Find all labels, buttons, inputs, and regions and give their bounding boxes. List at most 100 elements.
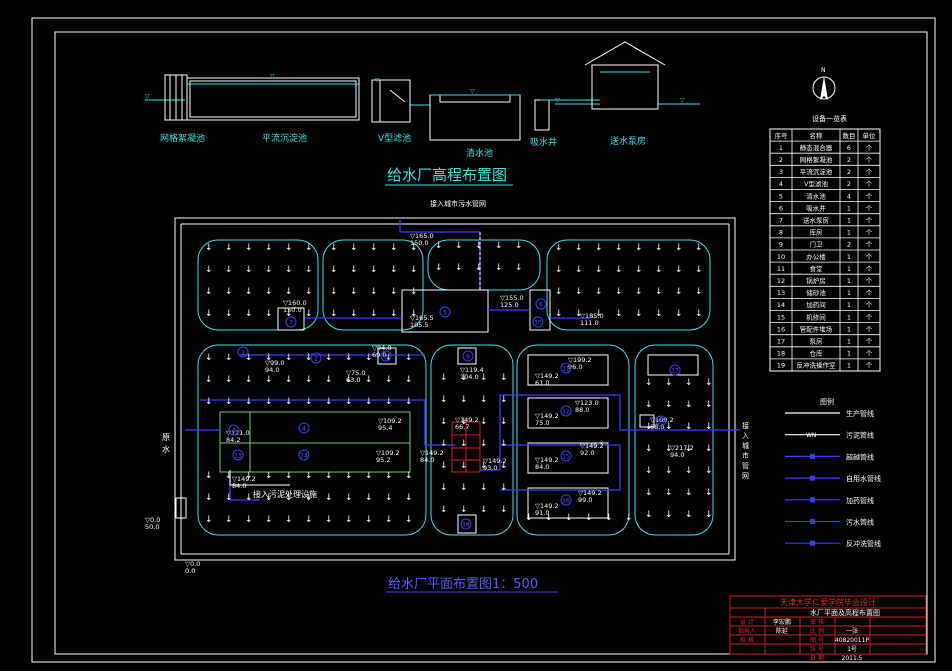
tree-mark-icon: ↓ bbox=[305, 515, 313, 525]
tree-mark-icon: ↓ bbox=[685, 466, 693, 476]
tree-mark-icon: ↓ bbox=[665, 466, 673, 476]
tree-mark-icon: ↓ bbox=[385, 397, 393, 407]
tree-mark-icon: ↓ bbox=[480, 373, 488, 383]
table-cell: 1 bbox=[847, 217, 851, 225]
tree-mark-icon: ↓ bbox=[685, 444, 693, 454]
tree-mark-icon: ↓ bbox=[575, 287, 583, 297]
table-cell: 2 bbox=[847, 156, 851, 164]
elevation-bottom: 0.0 bbox=[185, 567, 195, 575]
tree-mark-icon: ↓ bbox=[385, 515, 393, 525]
tree-mark-icon: ↓ bbox=[645, 378, 653, 388]
north-compass-icon: N bbox=[812, 67, 836, 100]
table-cell: 18 bbox=[777, 350, 785, 358]
table-cell: 办公楼 bbox=[806, 252, 826, 261]
elevation-bottom: 84.0 bbox=[420, 456, 434, 464]
table-cell: 食堂 bbox=[810, 264, 824, 273]
tree-mark-icon: ↓ bbox=[390, 287, 398, 297]
tree-mark-icon: ↓ bbox=[225, 265, 233, 275]
table-cell: 13 bbox=[777, 289, 785, 297]
tree-mark-icon: ↓ bbox=[595, 243, 603, 253]
tree-mark-icon: ↓ bbox=[515, 263, 523, 273]
tree-mark-icon: ↓ bbox=[440, 483, 448, 493]
number-circle bbox=[532, 316, 544, 328]
tree-mark-icon: ↓ bbox=[440, 395, 448, 405]
tree-mark-icon: ↓ bbox=[500, 395, 508, 405]
title-block-cell: 校 核 bbox=[740, 636, 754, 644]
elevation-top: ▽149.2 bbox=[535, 502, 559, 510]
tree-mark-icon: ↓ bbox=[205, 353, 213, 363]
title-block-cell: 图 号 bbox=[810, 637, 824, 644]
tree-mark-icon: ↓ bbox=[685, 378, 693, 388]
building-number: 12 bbox=[562, 409, 570, 416]
tree-mark-icon: ↓ bbox=[410, 309, 418, 319]
number-circle bbox=[439, 306, 451, 318]
elevation-bottom: 92.0 bbox=[580, 449, 594, 457]
elevation-profile: ▽ ▽ ▽ ▽ ▽ ▽ bbox=[145, 41, 700, 141]
elevation-top: ▽94.0 bbox=[372, 344, 391, 352]
table-cell: 2 bbox=[847, 168, 851, 176]
table-header-cell: 名称 bbox=[810, 131, 824, 140]
elevation-bottom: 95.4 bbox=[378, 424, 392, 432]
table-cell: 1 bbox=[847, 313, 851, 321]
tree-mark-icon: ↓ bbox=[345, 353, 353, 363]
tree-mark-icon: ↓ bbox=[265, 515, 273, 525]
tree-mark-icon: ↓ bbox=[305, 493, 313, 503]
tree-mark-icon: ↓ bbox=[645, 422, 653, 432]
title-block-cell: 一张 bbox=[846, 627, 858, 635]
tree-mark-icon: ↓ bbox=[305, 287, 313, 297]
tree-mark-icon: ↓ bbox=[705, 422, 713, 432]
tree-mark-icon: ↓ bbox=[330, 243, 338, 253]
tree-mark-icon: ↓ bbox=[305, 375, 313, 385]
elevation-top: ▽217.2 bbox=[670, 444, 694, 452]
school-title: 天津大学仁爱学院毕业设计 bbox=[780, 597, 876, 607]
tree-mark-icon: ↓ bbox=[695, 265, 703, 275]
tree-mark-icon: ↓ bbox=[205, 375, 213, 385]
table-cell: 清水池 bbox=[806, 191, 826, 200]
building-number: 8 bbox=[384, 354, 388, 361]
table-cell: 17 bbox=[777, 338, 785, 346]
tree-mark-icon: ↓ bbox=[480, 439, 488, 449]
number-circle bbox=[560, 494, 572, 506]
elevation-labels: ▽160.0150.0▽165.0150.0▽165.5105.5▽155.01… bbox=[145, 232, 694, 575]
table-cell: 6 bbox=[779, 204, 783, 212]
tree-mark-icon: ↓ bbox=[405, 375, 413, 385]
tree-mark-icon: ↓ bbox=[595, 265, 603, 275]
elevation-bottom: 99.0 bbox=[578, 496, 592, 504]
table-cell: 14 bbox=[777, 301, 785, 309]
table-cell: 个 bbox=[866, 192, 873, 200]
table-cell: 1 bbox=[847, 325, 851, 333]
drawing-title: 水厂平面及高程布置图 bbox=[810, 608, 880, 617]
elevation-bottom: 68.0 bbox=[650, 423, 664, 431]
table-cell: 网格絮凝池 bbox=[800, 155, 833, 164]
title-block-cell: 1号 bbox=[847, 646, 857, 653]
legend-item-label: 污泥管线 bbox=[846, 431, 874, 440]
table-cell: 1 bbox=[847, 204, 851, 212]
number-circle bbox=[285, 316, 297, 328]
table-cell: 2 bbox=[779, 156, 783, 164]
elevation-bottom: 125.0 bbox=[500, 301, 519, 309]
tree-mark-icon: ↓ bbox=[575, 243, 583, 253]
tree-mark-icon: ↓ bbox=[500, 505, 508, 515]
tree-mark-icon: ↓ bbox=[460, 461, 468, 471]
table-cell: 储砂池 bbox=[806, 288, 826, 297]
table-cell: 个 bbox=[866, 277, 873, 285]
tree-mark-icon: ↓ bbox=[685, 400, 693, 410]
table-cell: 2 bbox=[847, 241, 851, 249]
tree-mark-icon: ↓ bbox=[365, 493, 373, 503]
table-cell: 4 bbox=[779, 180, 783, 188]
elevation-top: ▽149.2 bbox=[420, 449, 444, 457]
tree-mark-icon: ↓ bbox=[225, 397, 233, 407]
tree-mark-icon: ↓ bbox=[205, 493, 213, 503]
tree-mark-icon: ↓ bbox=[460, 417, 468, 427]
tree-mark-icon: ↓ bbox=[635, 243, 643, 253]
tree-mark-icon: ↓ bbox=[665, 444, 673, 454]
tree-mark-icon: ↓ bbox=[225, 353, 233, 363]
tree-mark-icon: ↓ bbox=[265, 493, 273, 503]
tree-mark-icon: ↓ bbox=[365, 353, 373, 363]
table-header-cell: 单位 bbox=[863, 131, 877, 140]
elevation-bottom: 66.7 bbox=[455, 423, 469, 431]
elevation-bottom: 88.0 bbox=[575, 406, 589, 414]
elevation-bottom: 50.0 bbox=[145, 523, 159, 531]
